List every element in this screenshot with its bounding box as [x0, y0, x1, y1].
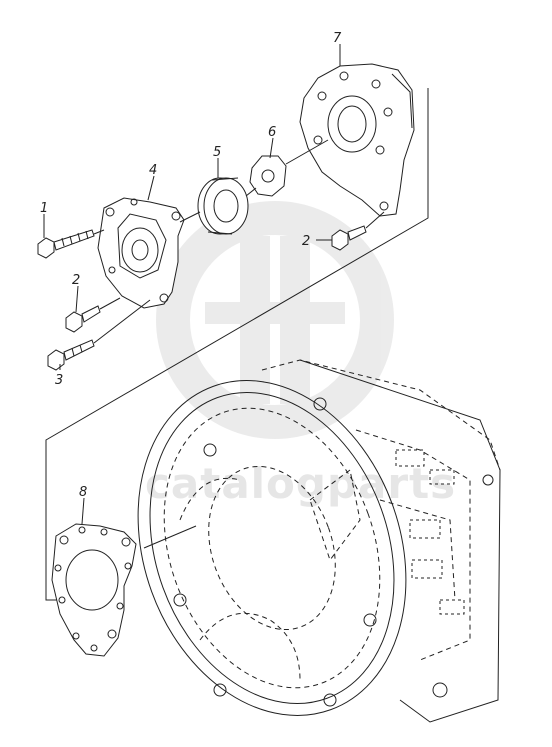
part-4-pump-cover: [97, 197, 185, 309]
callout-7: 7: [333, 31, 342, 46]
watermark-text: catalogparts: [145, 459, 456, 508]
assembly-center-lines: [93, 139, 385, 549]
callout-leaders: [43, 44, 341, 525]
watermark-logo: [156, 201, 394, 439]
part-8-gasket: [51, 523, 137, 657]
callout-6: 6: [268, 125, 276, 140]
callout-3: 3: [55, 373, 63, 388]
callout-2-left: 2: [72, 273, 80, 288]
callout-4: 4: [149, 163, 157, 178]
callout-8: 8: [79, 485, 87, 500]
part-5-gear-ring: [197, 177, 249, 235]
part-2-bolt-left: [65, 305, 101, 333]
part-7-pump-housing: [299, 63, 415, 217]
callout-5: 5: [213, 145, 221, 160]
callout-1: 1: [40, 201, 48, 216]
part-6-rotor: [249, 155, 287, 197]
transmission-housing: [137, 359, 501, 723]
part-3-bolt: [47, 339, 95, 371]
part-2-bolt-right: [331, 225, 367, 251]
assembly-bracket-upper: [45, 88, 429, 601]
part-1-bolt: [37, 229, 95, 259]
callout-2-right: 2: [302, 234, 310, 249]
